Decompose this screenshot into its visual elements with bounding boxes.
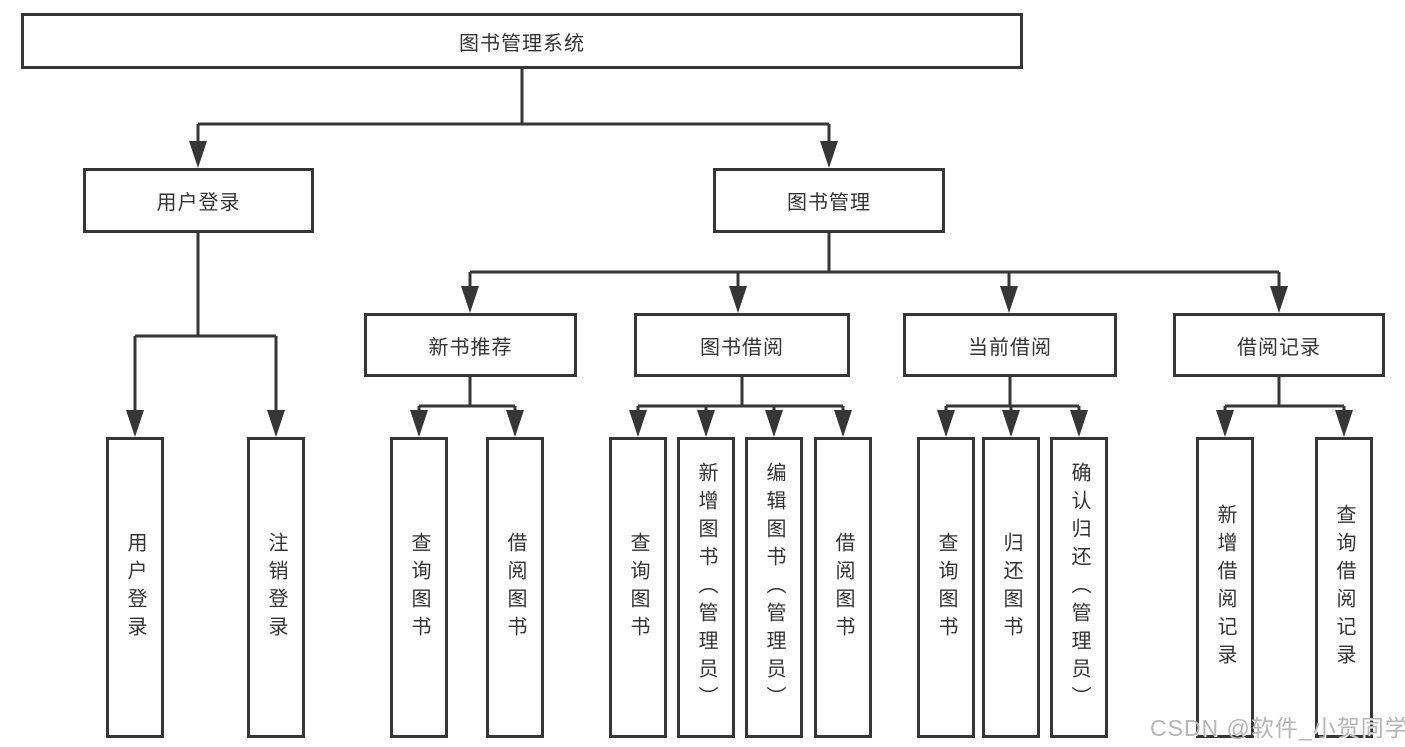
node-current-borrow-label: 当前借阅 — [968, 336, 1052, 359]
leaf-logout: 注销登录 — [247, 437, 305, 738]
node-borrow-records-label: 借阅记录 — [1237, 336, 1321, 359]
leaf-confirm-return-admin-label: 确认归还（管理员） — [1068, 461, 1090, 714]
node-book-management: 图书管理 — [713, 168, 945, 233]
node-new-book-recommend: 新书推荐 — [364, 313, 577, 377]
leaf-return-book: 归还图书 — [982, 437, 1040, 738]
connector-bookmgmt-to-level3 — [461, 233, 1288, 313]
connector-userlogin-to-leaves — [126, 233, 285, 437]
node-user-login-label: 用户登录 — [156, 192, 241, 214]
connector-newbooks-to-leaves — [410, 377, 524, 437]
leaf-edit-book-admin-label: 编辑图书（管理员） — [763, 461, 785, 714]
leaf-newbooks-borrow-books-label: 借阅图书 — [504, 531, 526, 644]
connector-root-to-level2 — [189, 69, 838, 168]
leaf-borrow-book-label: 借阅图书 — [832, 531, 854, 644]
leaf-newbooks-query-books-label: 查询图书 — [408, 531, 430, 644]
leaf-current-query-books: 查询图书 — [917, 437, 975, 738]
leaf-logout-label: 注销登录 — [265, 531, 287, 644]
node-book-borrow: 图书借阅 — [634, 313, 850, 377]
node-root-system: 图书管理系统 — [21, 13, 1023, 69]
node-root-label: 图书管理系统 — [459, 32, 585, 55]
leaf-add-borrow-record-label: 新增借阅记录 — [1214, 503, 1236, 672]
connector-borrow-to-leaves — [629, 377, 852, 437]
leaf-newbooks-borrow-books: 借阅图书 — [486, 437, 544, 738]
leaf-current-query-books-label: 查询图书 — [935, 531, 957, 644]
leaf-query-borrow-record-label: 查询借阅记录 — [1333, 503, 1355, 672]
node-borrow-records: 借阅记录 — [1173, 313, 1385, 377]
leaf-query-borrow-record: 查询借阅记录 — [1315, 437, 1373, 738]
leaf-newbooks-query-books: 查询图书 — [390, 437, 448, 738]
leaf-edit-book-admin: 编辑图书（管理员） — [745, 437, 803, 738]
node-user-login: 用户登录 — [83, 168, 314, 233]
connector-current-to-leaves — [937, 377, 1088, 437]
leaf-borrow-query-books: 查询图书 — [609, 437, 667, 738]
node-current-borrow: 当前借阅 — [903, 313, 1117, 377]
node-new-book-recommend-label: 新书推荐 — [428, 336, 513, 359]
connector-records-to-leaves — [1216, 377, 1353, 437]
leaf-add-borrow-record: 新增借阅记录 — [1196, 437, 1254, 738]
leaf-confirm-return-admin: 确认归还（管理员） — [1050, 437, 1108, 738]
leaf-add-book-admin: 新增图书（管理员） — [677, 437, 735, 738]
leaf-user-login-label: 用户登录 — [124, 531, 146, 644]
node-book-borrow-label: 图书借阅 — [700, 336, 784, 359]
leaf-add-book-admin-label: 新增图书（管理员） — [695, 461, 717, 714]
leaf-borrow-query-books-label: 查询图书 — [627, 531, 649, 644]
node-book-management-label: 图书管理 — [787, 192, 871, 214]
leaf-return-book-label: 归还图书 — [1000, 531, 1022, 644]
leaf-user-login: 用户登录 — [106, 437, 164, 738]
leaf-borrow-book: 借阅图书 — [814, 437, 872, 738]
